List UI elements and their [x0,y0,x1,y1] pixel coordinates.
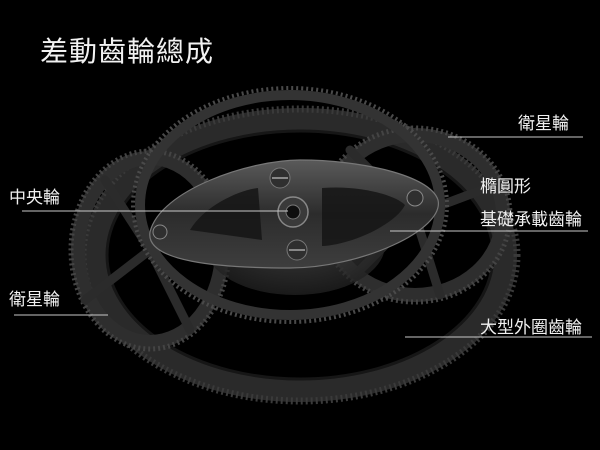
label-satellite-left: 衛星輪 [9,290,60,310]
page-title: 差動齒輪總成 [40,35,215,68]
label-base-bearing-gear: 基礎承載齒輪 [480,210,582,230]
leader-lines [14,136,592,338]
label-center-wheel: 中央輪 [9,188,60,208]
center-wheel [277,196,309,228]
label-satellite-top: 衛星輪 [518,114,569,134]
label-ellipse: 橢圓形 [480,177,531,197]
label-large-outer-ring-gear: 大型外圈齒輪 [480,318,582,338]
